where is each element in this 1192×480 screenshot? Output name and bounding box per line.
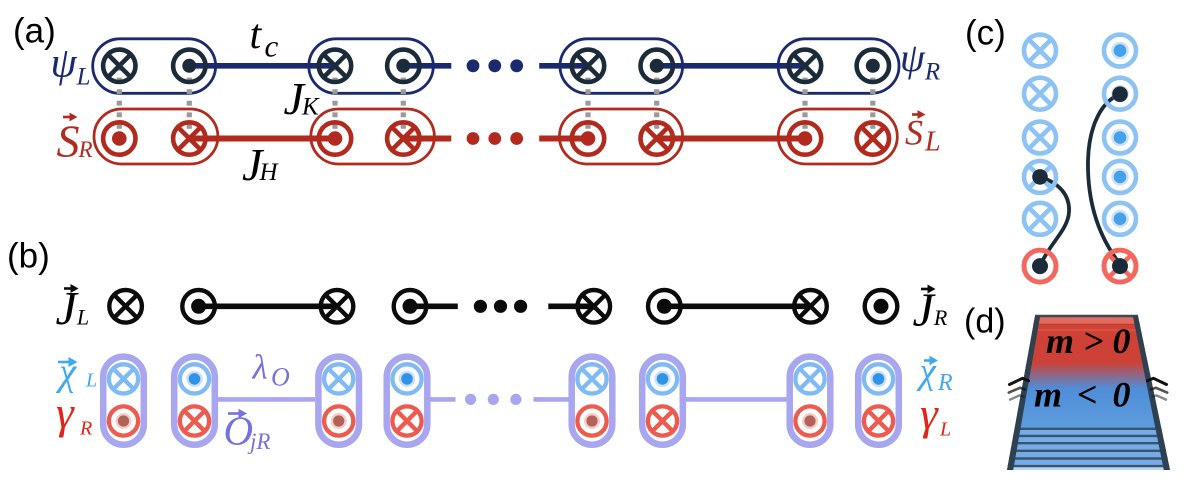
svg-text:(d): (d) (964, 303, 1006, 341)
svg-text:H: H (259, 159, 280, 186)
svg-text:jR: jR (247, 429, 270, 454)
svg-text:χ: χ (917, 351, 938, 392)
svg-text:(b): (b) (7, 237, 50, 276)
svg-text:J: J (284, 73, 307, 124)
svg-text:γ: γ (920, 389, 939, 439)
svg-text:R: R (937, 370, 953, 396)
svg-text:ψL: ψL (51, 41, 91, 91)
svg-text:ψR: ψR (900, 35, 940, 86)
svg-text:t: t (250, 12, 263, 58)
svg-text:L: L (939, 419, 951, 441)
svg-text:R: R (79, 418, 92, 440)
svg-text:(a): (a) (13, 12, 56, 51)
svg-text:γ: γ (56, 388, 75, 438)
svg-text:J: J (242, 139, 265, 190)
svg-text:c: c (265, 29, 279, 64)
svg-text:O: O (224, 408, 254, 454)
svg-text:(c): (c) (965, 13, 1006, 52)
svg-text:S: S (57, 116, 80, 167)
svg-text:L: L (924, 127, 941, 158)
svg-text:m < 0: m < 0 (1034, 375, 1134, 415)
svg-text:K: K (301, 94, 320, 121)
svg-text:m > 0: m > 0 (1046, 321, 1131, 361)
svg-text:O: O (271, 363, 290, 392)
svg-text:λ: λ (252, 348, 268, 387)
svg-text:S: S (905, 113, 923, 153)
svg-text:R: R (78, 137, 93, 162)
svg-text:L: L (85, 370, 97, 392)
